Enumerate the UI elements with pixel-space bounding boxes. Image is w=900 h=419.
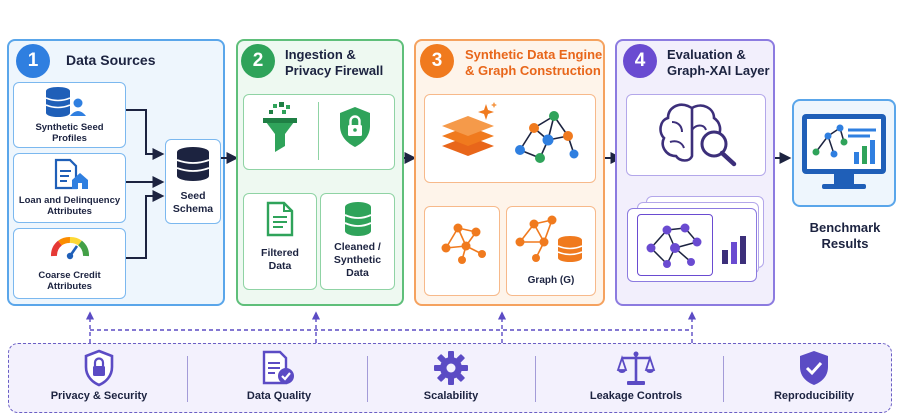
document-home-icon: [54, 158, 88, 190]
engine-small-graph-card: [424, 206, 500, 296]
firewall-divider: [318, 102, 319, 160]
database-icon: [176, 147, 210, 181]
bottom-divider: [187, 356, 188, 402]
benchmark-label: Benchmark Results: [809, 220, 881, 251]
source-card-seed-profiles: [13, 82, 126, 148]
stage-4-badge: 4: [623, 44, 657, 78]
database-user-icon: [45, 87, 86, 117]
gear-icon: [434, 351, 468, 385]
firewall-top-card: [243, 94, 395, 170]
graph-g-label: Graph (G): [527, 275, 575, 286]
cleaned-data-label: Cleaned / Synthetic Data: [333, 241, 382, 279]
cross-cutting-concerns-bar: Privacy & Security Data Quality: [8, 343, 892, 413]
bottom-divider: [723, 356, 724, 402]
xai-brain-card: [626, 94, 766, 176]
brain-search-icon: [659, 103, 737, 167]
concern-reproducibility: Reproducibility: [739, 344, 889, 414]
seed-schema-label: Seed Schema: [172, 190, 214, 215]
orange-graph-icon: [441, 223, 486, 264]
source-label-seed-profiles: Synthetic Seed Profiles: [35, 122, 104, 144]
bottom-divider: [535, 356, 536, 402]
network-graph-icon: [515, 111, 579, 163]
layers-icon: [442, 102, 497, 156]
stage-3-title: Synthetic Data Engine & Graph Constructi…: [465, 47, 603, 78]
filter-icon: [263, 102, 297, 152]
source-label-loan-delinquency: Loan and Delinquency Attributes: [18, 195, 121, 217]
concern-scalability: Scalability: [381, 344, 521, 414]
concern-leakage-controls: Leakage Controls: [561, 344, 711, 414]
stage-1-title: Data Sources: [66, 52, 156, 68]
purple-graph-icon: [646, 223, 702, 268]
concern-privacy-security: Privacy & Security: [29, 344, 169, 414]
shield-lock-icon: [340, 107, 370, 147]
filtered-data-label: Filtered Data: [261, 247, 299, 272]
bottom-divider: [367, 356, 368, 402]
balance-scale-icon: [616, 351, 656, 385]
document-check-icon: [262, 350, 294, 385]
concern-data-quality: Data Quality: [209, 344, 349, 414]
gauge-icon: [51, 237, 89, 260]
stage-3-badge: 3: [420, 44, 454, 78]
stage-4-title: Evaluation & Graph-XAI Layer: [667, 47, 770, 78]
bar-chart-icon: [722, 236, 746, 264]
stage-2-badge: 2: [241, 44, 275, 78]
badge-check-icon: [800, 351, 828, 385]
stage-2-title: Ingestion & Privacy Firewall: [285, 47, 384, 78]
graph-db-icon: [515, 215, 583, 262]
source-label-coarse-credit: Coarse Credit Attributes: [38, 270, 101, 292]
shield-lock-icon: [84, 349, 114, 387]
stage-1-badge: 1: [16, 44, 50, 78]
monitor-chart-icon: [802, 114, 886, 189]
source-card-coarse-credit: [13, 228, 126, 299]
document-icon: [266, 201, 294, 237]
database-green-icon: [344, 202, 372, 236]
